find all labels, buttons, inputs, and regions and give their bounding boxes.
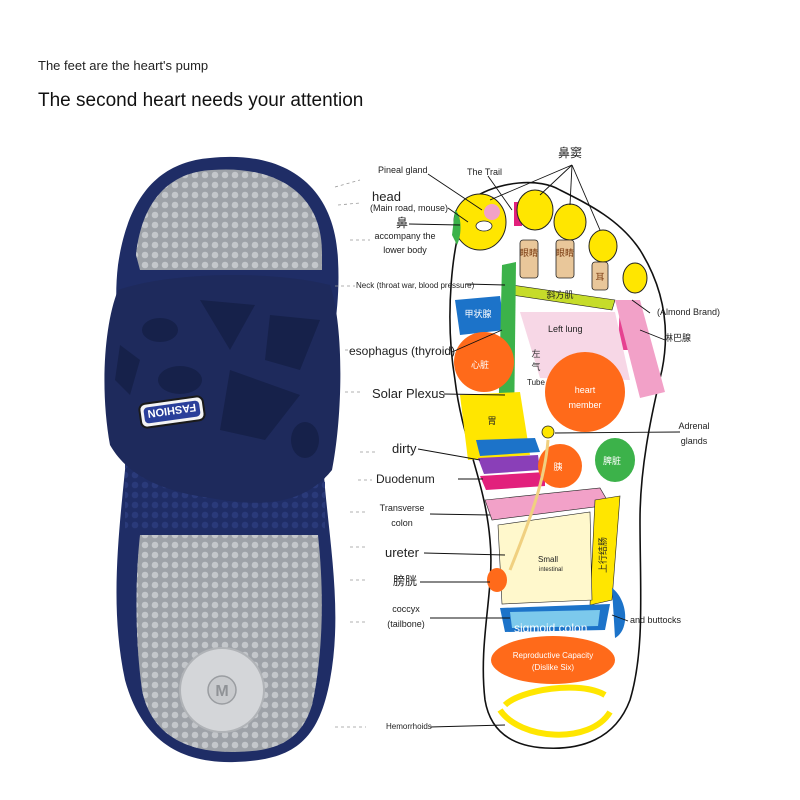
svg-text:上行结肠: 上行结肠	[597, 537, 608, 573]
label-and-buttocks: and buttocks	[630, 615, 682, 625]
label-transverse-2: colon	[391, 518, 413, 528]
label-tube: Tube	[527, 378, 545, 387]
svg-text:眼睛: 眼睛	[556, 248, 574, 258]
label-neck: Neck (throat war, blood pressure)	[356, 281, 475, 290]
label-hemorrhoids: Hemorrhoids	[386, 722, 432, 731]
slipper-badge: FASHION	[138, 395, 206, 429]
svg-text:胃: 胃	[487, 416, 496, 426]
label-coccyx-1: coccyx	[392, 604, 420, 614]
svg-text:斜方肌: 斜方肌	[546, 289, 573, 300]
label-duodenum: Duodenum	[376, 472, 435, 486]
label-left-lung: Left lung	[548, 324, 583, 334]
label-main-road: (Main road, mouse)	[370, 203, 449, 213]
foot-map: 眼睛 眼睛 耳 斜方肌 甲状腺 肺 心脏 左 气 胃 胰	[334, 164, 681, 750]
label-bi: 鼻	[396, 216, 409, 230]
label-sigmoid-colon: sigmoid colon	[514, 621, 588, 635]
svg-text:脾脏: 脾脏	[603, 455, 621, 466]
label-heart-2: member	[568, 400, 602, 410]
label-almond-brand: (Almond Brand)	[657, 307, 721, 317]
heart-zone	[545, 352, 625, 432]
subtitle: The feet are the heart's pump	[38, 58, 209, 73]
toe-4	[588, 229, 618, 263]
label-intestinal: intestinal	[539, 567, 563, 573]
toe-5	[622, 262, 648, 294]
label-pineal-gland: Pineal gland	[378, 165, 428, 175]
label-reproductive-1: Reproductive Capacity	[512, 651, 594, 660]
label-solar-plexus: Solar Plexus	[372, 386, 445, 401]
page-title: The second heart needs your attention	[38, 90, 364, 111]
spleen-zone	[595, 438, 635, 482]
label-the-trail: The Trail	[467, 167, 503, 177]
heart-zone-left	[454, 332, 514, 392]
label-heart-1: heart	[574, 385, 596, 395]
sole-logo-text: M	[215, 683, 228, 700]
svg-text:左: 左	[531, 348, 540, 359]
slipper: M FASHION	[104, 156, 341, 763]
label-bi-dou: 鼻窦	[558, 146, 583, 160]
label-adrenal-2: glands	[680, 436, 708, 446]
label-small: Small	[538, 555, 559, 564]
svg-text:甲状腺: 甲状腺	[464, 308, 491, 319]
label-coccyx-2: (tailbone)	[387, 619, 425, 629]
label-head: head	[372, 189, 401, 204]
label-adrenal-1: Adrenal	[678, 421, 710, 431]
svg-text:眼睛: 眼睛	[520, 248, 538, 258]
label-dirty: dirty	[392, 441, 417, 456]
label-bladder: 膀胱	[393, 574, 418, 588]
label-reproductive-2: (Dislike Six)	[531, 663, 575, 672]
label-ureter: ureter	[385, 545, 419, 560]
reproductive-zone	[491, 636, 615, 684]
kidney-zone	[538, 444, 582, 488]
label-esophagus: esophagus (thyroid)	[349, 344, 456, 358]
label-lymph: 淋巴腺	[664, 333, 692, 343]
svg-text:气: 气	[531, 361, 540, 372]
toe-3	[553, 203, 587, 241]
label-lower-body: lower body	[383, 245, 427, 255]
toe-2	[516, 189, 554, 231]
svg-text:胰: 胰	[553, 461, 562, 472]
label-accompany: accompany the	[374, 231, 436, 241]
svg-text:耳: 耳	[595, 272, 604, 282]
svg-text:心脏: 心脏	[471, 359, 489, 370]
label-transverse-1: Transverse	[379, 503, 425, 513]
